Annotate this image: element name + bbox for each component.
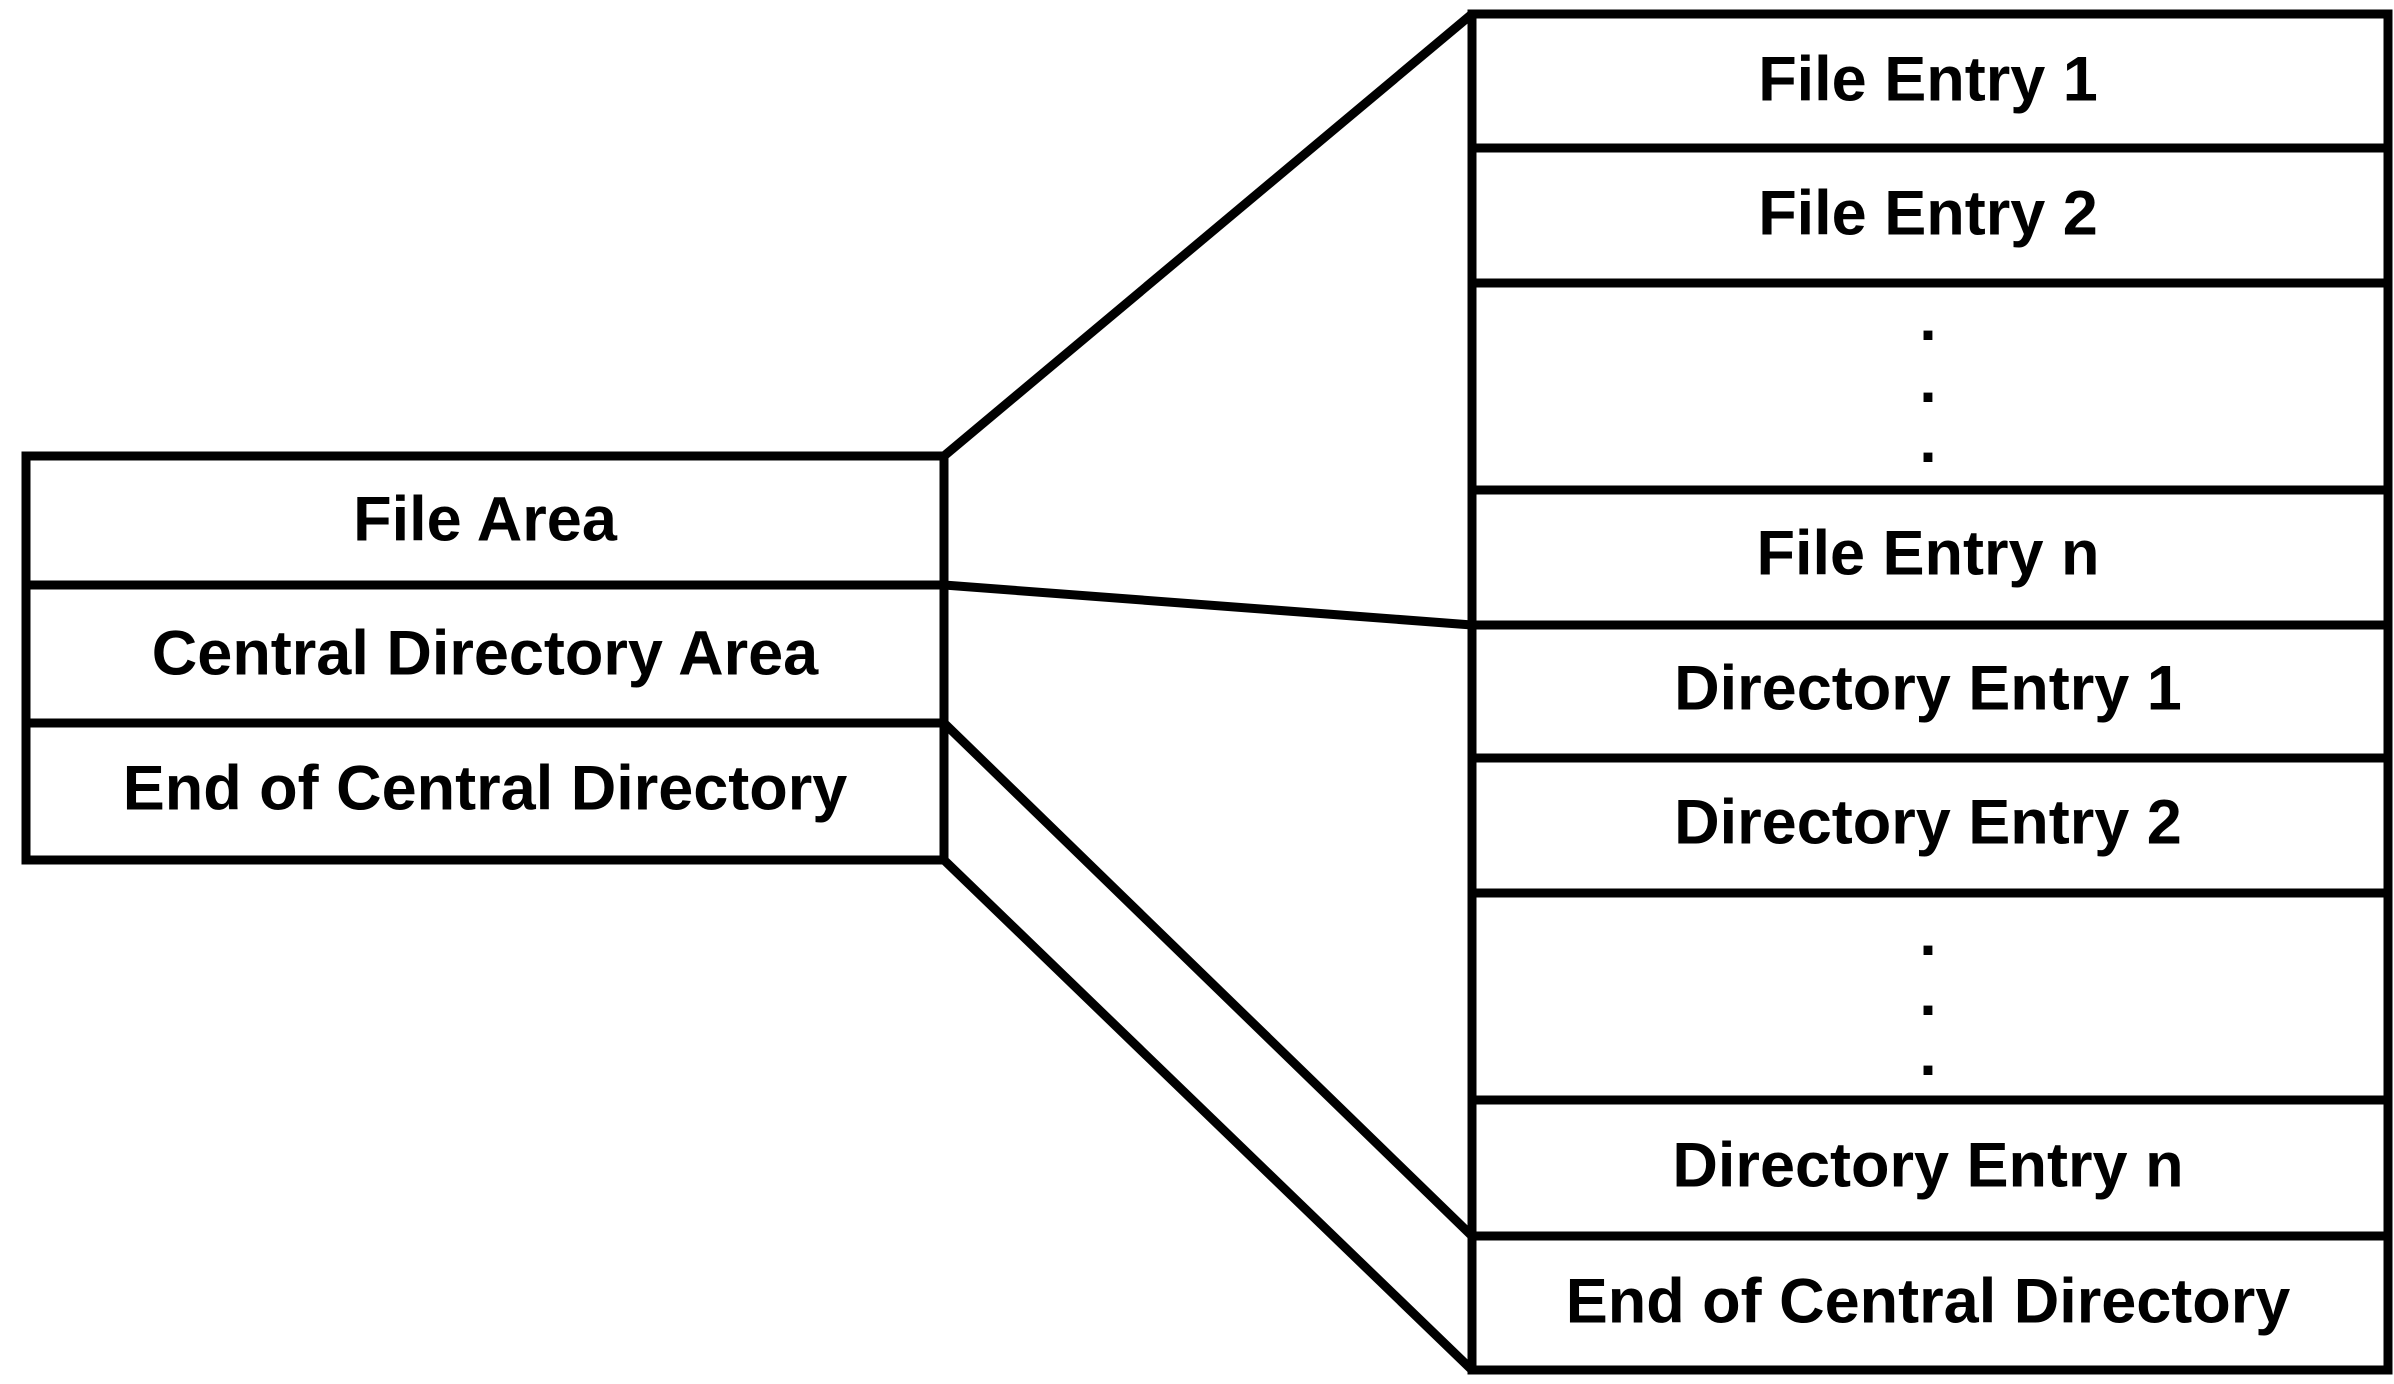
file-entry-n-label: File Entry n [1756,519,2099,589]
directory-entry-n-label: Directory Entry n [1672,1131,2183,1201]
right-stack-frame [1467,9,2393,1375]
file-area-label: File Area [353,485,618,555]
central-directory-area-label: Central Directory Area [152,619,819,689]
right-stack: File Entry 1 File Entry 2 . . . File Ent… [1467,9,2393,1375]
end-of-central-directory-label: End of Central Directory [123,754,848,824]
right-end-of-central-directory-label: End of Central Directory [1566,1267,2291,1337]
left-stack: File Area Central Directory Area End of … [21,451,949,865]
directory-ellipsis-dot-2: . [1919,959,1937,1029]
directory-ellipsis-dot-1: . [1919,899,1937,969]
file-entry-1-label: File Entry 1 [1758,45,2098,115]
file-ellipsis-dot-2: . [1919,346,1937,416]
file-entry-2-label: File Entry 2 [1758,179,2098,249]
directory-entry-1-label: Directory Entry 1 [1674,654,2182,724]
directory-entry-2-label: Directory Entry 2 [1674,788,2182,858]
connector-file-area-bottom [943,580,1473,630]
connector-end-directory-top [940,719,1476,1240]
directory-entries-ellipsis: . . . [1919,899,1937,1089]
left-stack-frame [21,451,949,865]
file-ellipsis-dot-1: . [1919,284,1937,354]
file-entries-ellipsis: . . . [1919,284,1937,476]
directory-ellipsis-dot-3: . [1919,1019,1937,1089]
file-ellipsis-dot-3: . [1919,406,1937,476]
connector-end-directory-bottom [940,856,1476,1374]
connector-file-area-top [941,10,1475,460]
